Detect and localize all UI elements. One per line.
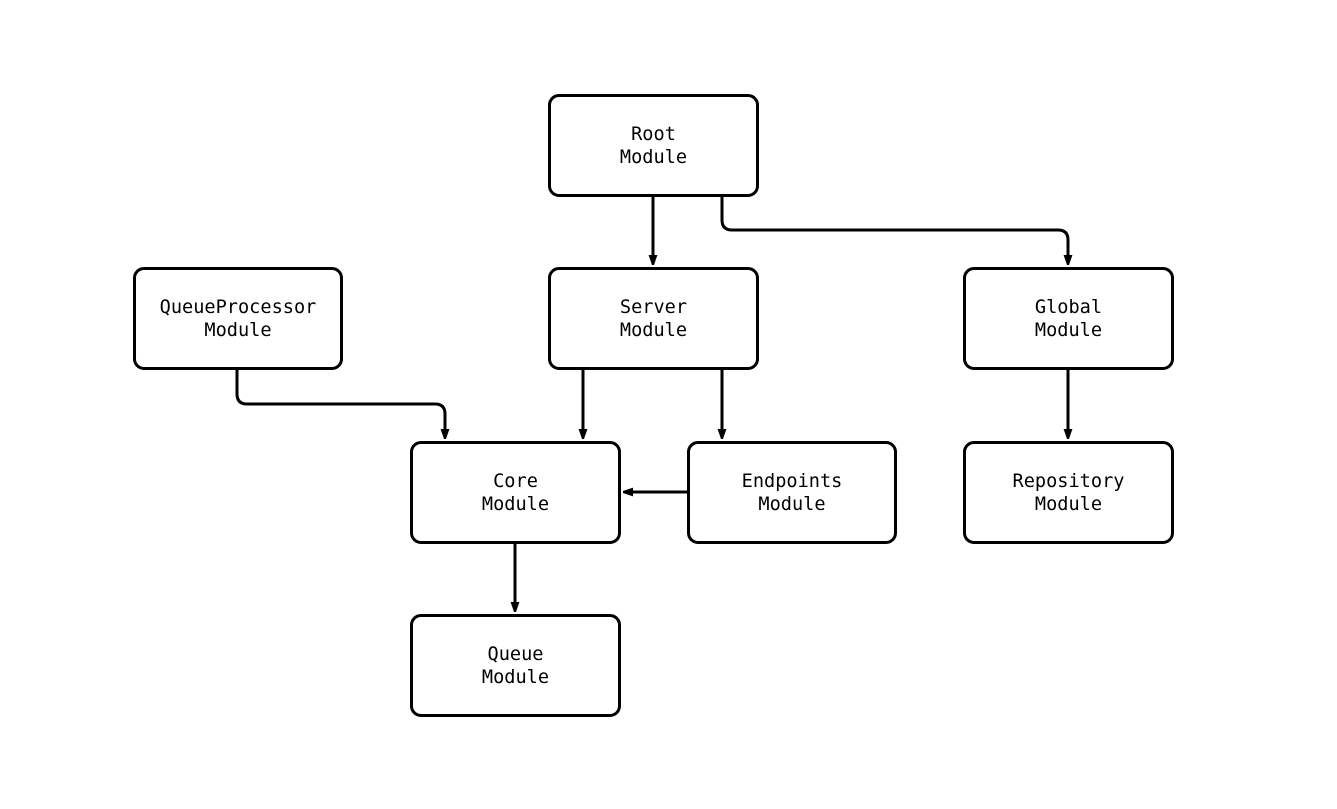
node-server-module[interactable]: Server Module [548,267,759,370]
node-server-module-label-2: Module [619,319,688,341]
node-queue-module-label-1: Queue [487,643,544,665]
node-queueprocessor-module[interactable]: QueueProcessor Module [133,267,343,370]
node-core-module[interactable]: Core Module [410,441,621,544]
edge-root-to-global [720,197,1068,255]
node-queue-module-label-2: Module [481,666,550,688]
node-core-module-label-2: Module [481,493,550,515]
node-global-module[interactable]: Global Module [963,267,1174,370]
node-root-module[interactable]: Root Module [548,94,759,197]
node-queueprocessor-module-label-1: QueueProcessor [159,296,317,318]
node-queueprocessor-module-label-2: Module [204,319,272,341]
node-endpoints-module-label-1: Endpoints [741,470,843,492]
node-repository-module-label-1: Repository [1012,470,1125,492]
node-root-module-label-2: Module [619,146,688,168]
node-endpoints-module-label-2: Module [758,493,826,515]
node-global-module-label-2: Module [1034,319,1103,341]
node-global-module-label-1: Global [1034,296,1103,318]
edge-queueprocessor-to-core [235,370,445,429]
node-root-module-label-1: Root [631,123,676,145]
node-repository-module[interactable]: Repository Module [963,441,1174,544]
node-endpoints-module[interactable]: Endpoints Module [687,441,897,544]
node-queue-module[interactable]: Queue Module [410,614,621,717]
node-repository-module-label-2: Module [1034,493,1103,515]
node-core-module-label-1: Core [493,470,538,492]
node-server-module-label-1: Server [619,296,688,318]
